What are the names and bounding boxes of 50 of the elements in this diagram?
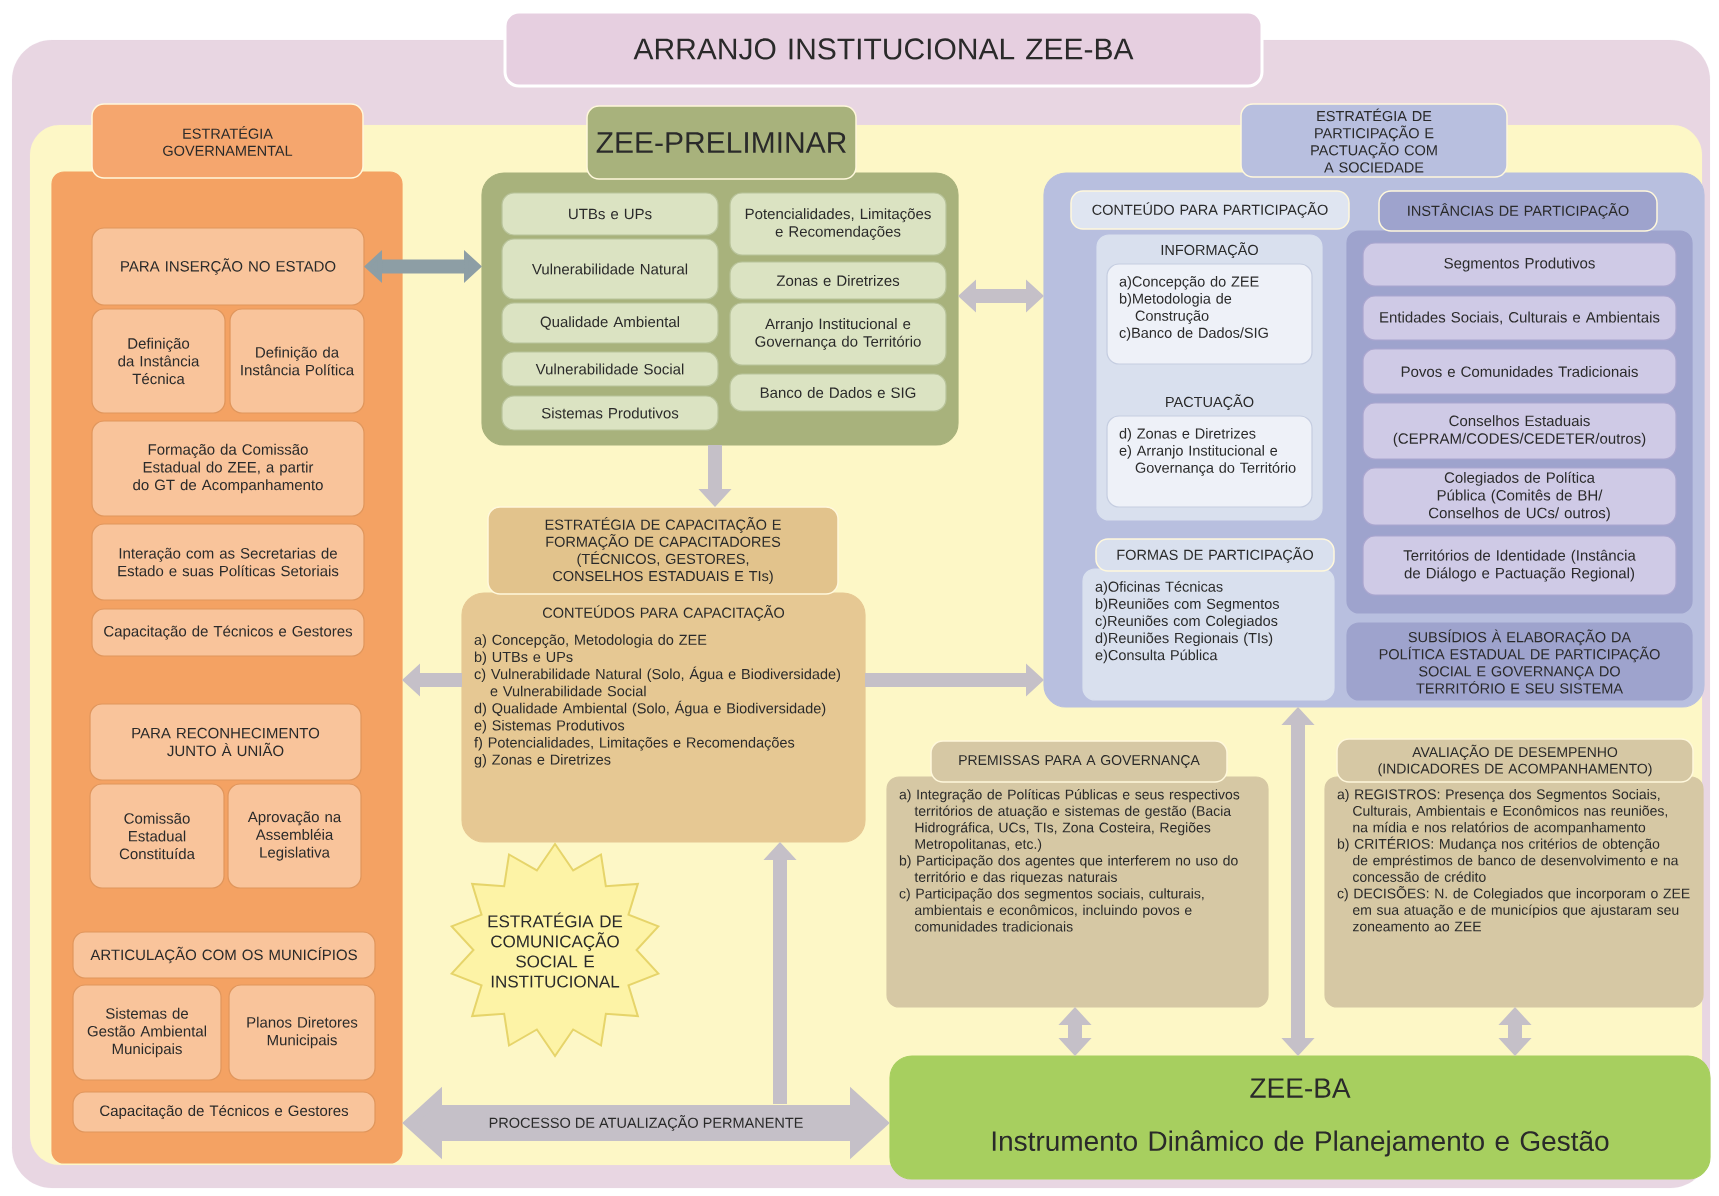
text-box: Segmentos Produtivos: [1362, 242, 1677, 287]
text-box: SUBSÍDIOS À ELABORAÇÃO DA POLÍTICA ESTADUAL DE PARTICIPAÇÃO SOCIAL E GOVERNANÇA DO TERRITÓRIO E SEU SISTEMA: [1346, 622, 1693, 701]
list-box: PACTUAÇÃO d) Zonas e Diretrizes e) Arranjo Institucional e Governança do Território: [1106, 394, 1313, 508]
text-box: PARA INSERÇÃO NO ESTADO: [91, 227, 365, 306]
node-label: INFORMAÇÃO: [1161, 242, 1258, 258]
node-label: c) DECISÕES: N. de Colegiados que incorporam o ZEE em sua atuação e de municípios que ajustaram seu zoneamento ao ZEE: [1337, 885, 1690, 932]
text-box: Sistemas Produtivos: [501, 395, 719, 431]
text-box: Planos Diretores Municipais: [228, 984, 376, 1081]
node-label: ESTRATÉGIA DE CAPACITAÇÃO E FORMAÇÃO DE CAPACITADORES (TÉCNICOS, GESTORES, CONSELHOS ESTADUAIS E TIs): [545, 516, 781, 585]
text-box: Qualidade Ambiental: [501, 302, 719, 344]
text-box: Conselhos Estaduais (CEPRAM/CODES/CEDETER/outros): [1362, 402, 1677, 460]
node-label: ESTRATÉGIA DE PARTICIPAÇÃO E PACTUAÇÃO COM A SOCIEDADE: [1311, 108, 1437, 173]
text-box: ARTICULAÇÃO COM OS MUNICÍPIOS: [72, 931, 376, 979]
text-box: Capacitação de Técnicos e Gestores: [91, 608, 365, 657]
text-box: Colegiados de Política Pública (Comitês de BH/ Conselhos de UCs/ outros): [1362, 467, 1677, 526]
panel: PREMISSAS PARA A GOVERNANÇA a) Integração de Políticas Públicas e seus respectivos territórios de atuação e sistemas de gestão (Bacia Hidrográfica, UCs, TIs, Zona Costeira, Regiões Metropolitanas, etc.) b) Participação dos agentes que interferem no uso do território e das riquezas naturais c) Participação dos segmentos sociais, culturais, ambientais e econômicos, incluindo povos e comunidades tradicionais: [886, 740, 1269, 1008]
text-box: UTBs e UPs: [501, 192, 719, 236]
node-label: FORMAS DE PARTICIPAÇÃO: [1117, 547, 1314, 563]
panel: ESTRATÉGIA DE CAPACITAÇÃO E FORMAÇÃO DE CAPACITADORES (TÉCNICOS, GESTORES, CONSELHOS ESTADUAIS E TIs) CONTEÚDOS PARA CAPACITAÇÃO a) Concepção, Metodologia do ZEE b) UTBs e UPs c) Vulnerabilidade Natural (Solo, Água e Biodiversidade) e Vulnerabilidade Social d) Qualidade Ambiental (Solo, Água e Biodiversidade) e) Sistemas Produtivos f) Potencialidades, Limitações e Recomendações g) Zonas e Diretrizes: [461, 506, 866, 843]
text-box: Entidades Sociais, Culturais e Ambientais: [1362, 295, 1677, 341]
text-box: Aprovação na Assembléia Legislativa: [227, 783, 362, 889]
node-label: AVALIAÇÃO DE DESEMPENHO (INDICADORES DE ACOMPANHAMENTO): [1378, 744, 1652, 777]
text-box: Capacitação de Técnicos e Gestores: [72, 1091, 376, 1133]
panel: FORMAS DE PARTICIPAÇÃO a)Oficinas Técnicas b)Reuniões com Segmentos c)Reuniões com Colegiados d)Reuniões Regionais (TIs) e)Consulta Pública: [1082, 538, 1335, 701]
node-label: CONTEÚDO PARA PARTICIPAÇÃO: [1092, 202, 1328, 218]
text-box: Sistemas de Gestão Ambiental Municipais: [72, 984, 222, 1081]
result-box: ZEE-BA Instrumento Dinâmico de Planejamento e Gestão: [889, 1055, 1711, 1180]
text-box: Comissão Estadual Constituída: [89, 783, 225, 889]
text-box: Vulnerabilidade Social: [501, 351, 719, 387]
text-box: Povos e Comunidades Tradicionais: [1362, 348, 1677, 395]
node-label: PACTUAÇÃO: [1166, 394, 1254, 410]
node-label: PREMISSAS PARA A GOVERNANÇA: [959, 755, 1200, 768]
text-box: Potencialidades, Limitações e Recomendações: [729, 192, 947, 256]
text-box: PARA RECONHECIMENTO JUNTO À UNIÃO: [89, 703, 362, 781]
panel: AVALIAÇÃO DE DESEMPENHO (INDICADORES DE ACOMPANHAMENTO) a) REGISTROS: Presença dos Segmentos Sociais, Culturais, Ambientais e Econômicos nas reuniões, na mídia e nos relatórios de acompanhamento b) CRITÉRIOS: Mudança nos critérios de obtenção de empréstimos de banco de desenvolvimento e na concessão de crédito c) DECISÕES: N. de Colegiados que incorporam o ZEE em sua atuação e de municípios que ajustaram seu zoneamento ao ZEE: [1324, 738, 1704, 1008]
text-box: Zonas e Diretrizes: [729, 261, 947, 300]
text-box: Arranjo Institucional e Governança do Território: [729, 302, 947, 366]
title-banner: ARRANJO INSTITUCIONAL ZEE-BA: [503, 10, 1264, 88]
text-box: Formação da Comissão Estadual do ZEE, a partir do GT de Acompanhamento: [91, 420, 365, 517]
node-label: ZEE-PRELIMINAR: [596, 132, 846, 153]
node-label: INSTÂNCIAS DE PARTICIPAÇÃO: [1408, 203, 1629, 219]
text-box: Territórios de Identidade (Instância de Diálogo e Pactuação Regional): [1362, 535, 1677, 596]
text-box: Interação com as Secretarias de Estado e suas Políticas Setoriais: [91, 523, 365, 601]
edge-label: PROCESSO DE ATUALIZAÇÃO PERMANENTE: [486, 1113, 806, 1133]
list-box: INFORMAÇÃO a)Concepção do ZEE b)Metodologia de Construção c)Banco de Dados/SIG: [1106, 242, 1313, 365]
text-box: Definição da Instância Técnica: [91, 308, 226, 414]
text-box: Banco de Dados e SIG: [729, 373, 947, 412]
node-label: ESTRATÉGIA GOVERNAMENTAL: [163, 126, 293, 156]
text-box: Vulnerabilidade Natural: [501, 238, 719, 300]
text-box: Definição da Instância Política: [229, 308, 365, 414]
